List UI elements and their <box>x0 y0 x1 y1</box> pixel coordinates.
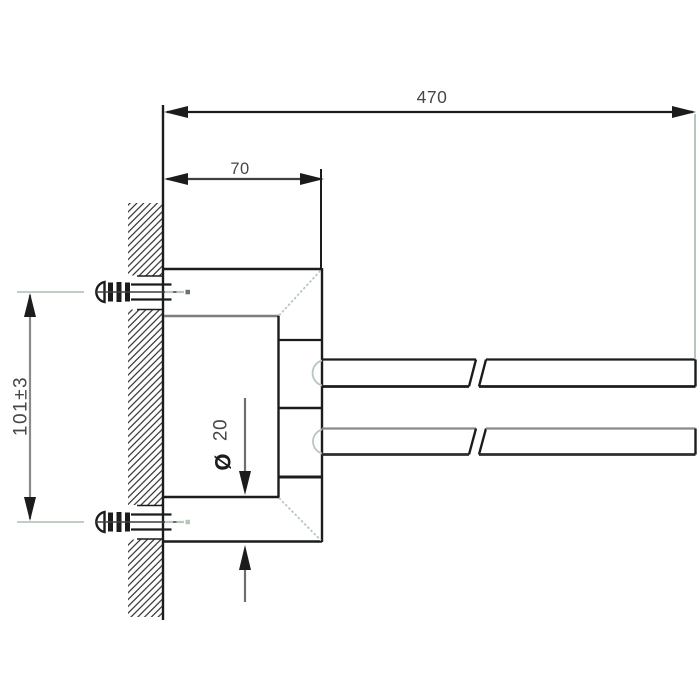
screw-axis-dot-top <box>185 289 190 295</box>
bar2-break-left <box>467 428 478 455</box>
screw-axis-dot-bottom <box>185 519 190 525</box>
dim-101-label: 101±3 <box>11 376 32 436</box>
anchor-sleeve-top <box>131 283 172 301</box>
bar1-end-arc <box>311 359 323 387</box>
wall-hole-edges <box>137 275 163 540</box>
dim-101-arrow-top <box>24 293 36 317</box>
dim-470-label: 470 <box>417 87 448 107</box>
extension-lines-group <box>17 114 696 542</box>
chamfer-bottom-right <box>278 497 322 542</box>
arrowheads <box>24 106 696 570</box>
dimension-labels: 470 70 101±3 Ø 20 <box>11 87 448 471</box>
wall-hatch-area <box>128 203 163 617</box>
dim-101-arrow-bottom <box>24 497 36 521</box>
dim-70-label: 70 <box>230 160 249 178</box>
dim-470-arrow-right <box>672 106 696 118</box>
chamfer-top-right <box>278 269 322 317</box>
dim-70-arrow-right <box>300 173 324 185</box>
diameter-symbol-label: Ø <box>211 453 236 470</box>
screw-head-bottom <box>95 510 106 534</box>
bar1-break-left <box>467 359 478 387</box>
linework <box>17 105 697 620</box>
anchor-sleeve-bottom <box>131 513 172 531</box>
dim-70-arrow-left <box>164 173 188 185</box>
wall-section <box>127 203 164 617</box>
wall-anchor-top <box>95 280 184 304</box>
diameter-value-label: 20 <box>211 419 232 441</box>
wall-anchor-bottom <box>95 510 184 534</box>
bottom-leader-arrow <box>239 545 251 570</box>
bar2-break-right <box>477 428 488 455</box>
towel-bar-1 <box>322 358 697 388</box>
towel-bar-2 <box>322 427 697 456</box>
bar2-end-arc <box>312 428 323 455</box>
diameter-leader-arrow <box>239 471 251 495</box>
screw-head-top <box>95 280 106 304</box>
dim-470-arrow-left <box>164 106 188 118</box>
bar1-break-right <box>477 359 488 387</box>
